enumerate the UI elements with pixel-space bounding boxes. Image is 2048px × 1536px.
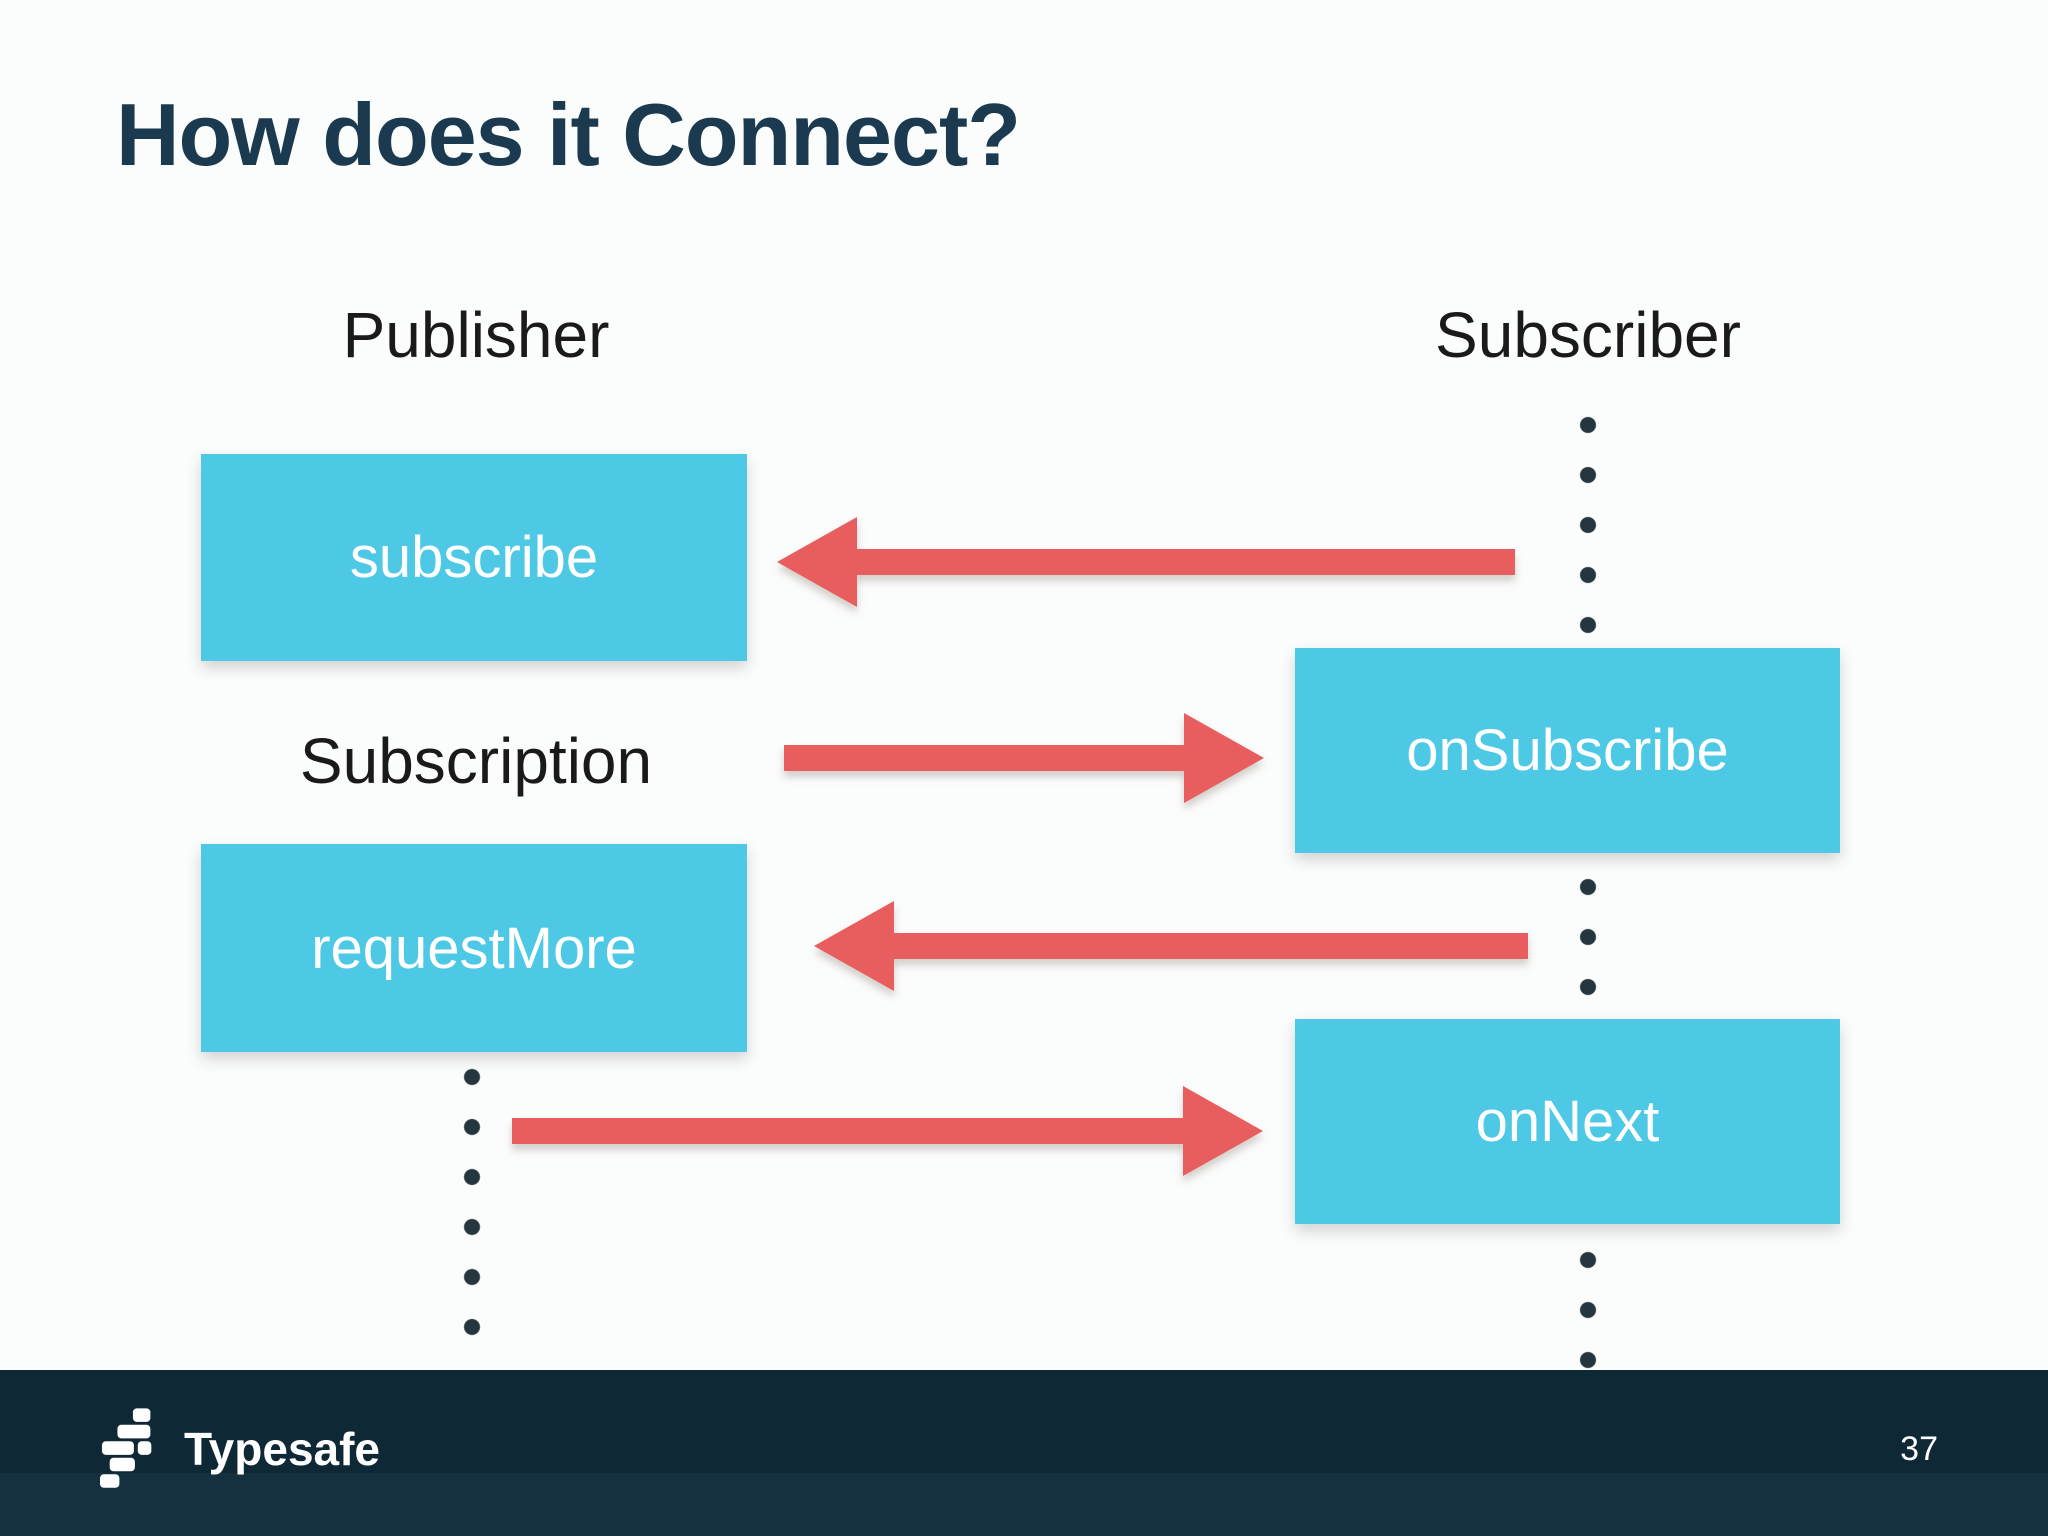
subscription-label: Subscription xyxy=(299,725,653,797)
arrow-subscriber-to-requestmore xyxy=(814,901,1528,991)
arrow-shaft xyxy=(894,933,1528,959)
brand-name: Typesafe xyxy=(184,1423,381,1475)
brand-group: Typesafe xyxy=(100,1408,380,1490)
arrowhead-left-icon xyxy=(777,517,857,607)
publisher-label: Publisher xyxy=(342,299,610,371)
subscriber-lifeline-dots-lower xyxy=(1579,1235,1597,1373)
arrow-shaft xyxy=(857,549,1515,575)
arrowhead-right-icon xyxy=(1183,1086,1263,1176)
subscriber-lifeline-dots-middle xyxy=(1579,862,1597,1012)
subscribe-box: subscribe xyxy=(201,454,747,661)
publisher-lifeline-dots xyxy=(463,1052,481,1368)
subscriber-label: Subscriber xyxy=(1435,299,1741,371)
subscriber-lifeline-dots-upper xyxy=(1579,400,1597,652)
requestmore-box: requestMore xyxy=(201,844,747,1052)
arrow-shaft xyxy=(784,745,1184,771)
arrow-publisher-to-onnext xyxy=(512,1086,1263,1176)
onsubscribe-box: onSubscribe xyxy=(1295,648,1840,853)
arrowhead-left-icon xyxy=(814,901,894,991)
slide-title: How does it Connect? xyxy=(116,85,1021,184)
onnext-box: onNext xyxy=(1295,1019,1840,1224)
arrowhead-right-icon xyxy=(1184,713,1264,803)
typesafe-logo-icon xyxy=(100,1408,152,1488)
footer-bar: Typesafe 37 xyxy=(0,1370,2048,1536)
arrow-shaft xyxy=(512,1118,1183,1144)
arrow-subscription-to-onsubscribe xyxy=(784,713,1264,803)
page-number: 37 xyxy=(1900,1429,1938,1468)
arrow-subscriber-to-subscribe xyxy=(777,517,1515,607)
